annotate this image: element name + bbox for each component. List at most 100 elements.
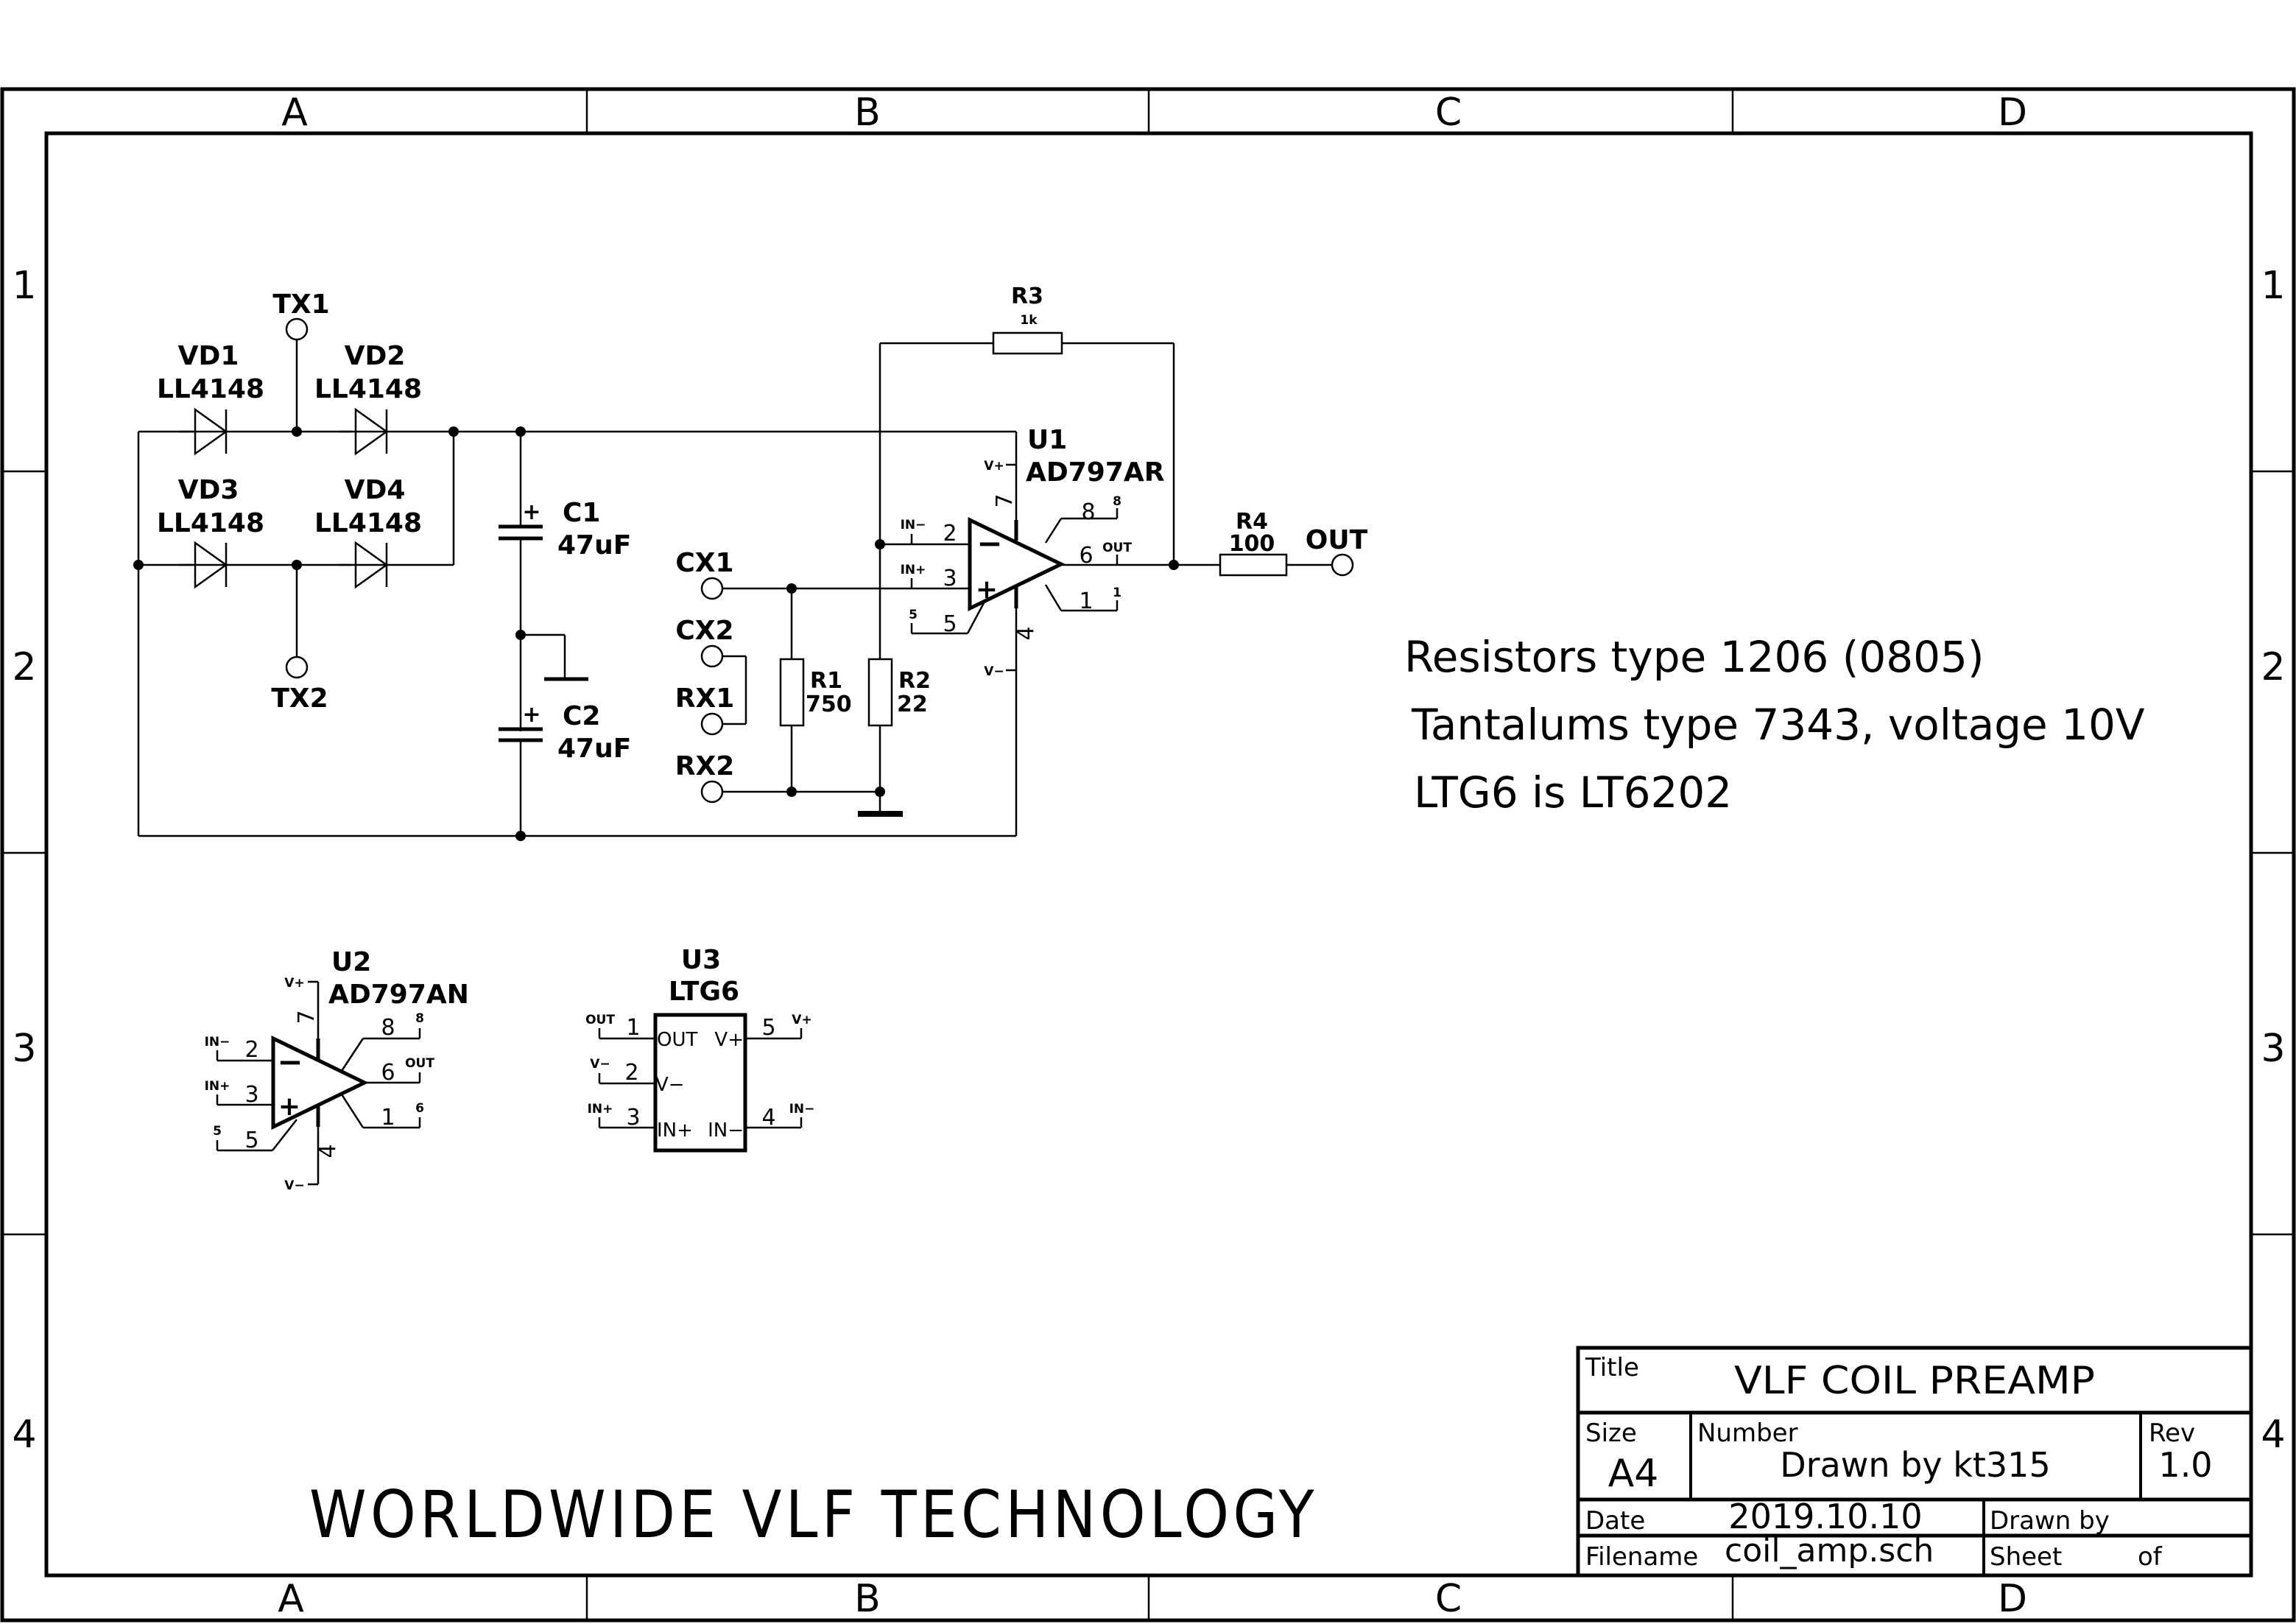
ic-u3[interactable]: U3 LTG6 1 OUT OUT 2 V− V− 3 IN+ IN+ 5 V+… <box>585 945 815 1153</box>
resistor-icon <box>1219 553 1288 577</box>
opamp-u1[interactable]: − + U1 AD797AR 2 IN− 3 IN+ 5 5 7 V+ 4 V−… <box>901 425 1165 679</box>
connector-label: RX2 <box>675 751 735 781</box>
component-ref: U3 <box>681 945 721 975</box>
connector-out[interactable]: OUT <box>1306 525 1368 577</box>
ic-pins <box>598 1028 803 1129</box>
pin-name: OUT <box>657 1029 697 1051</box>
component-ref: VD4 <box>345 475 406 505</box>
junction-dot <box>448 426 459 437</box>
pin-name: 5 <box>213 1124 222 1139</box>
terminal-icon <box>700 644 724 668</box>
diode-vd4[interactable]: VD4 LL4148 <box>314 475 422 589</box>
pin-name: IN− <box>708 1119 744 1142</box>
resistor-r4[interactable]: R4 100 <box>1219 509 1288 577</box>
zone-col-c-top: C <box>1435 91 1462 135</box>
capacitor-c2[interactable]: + C2 47uF <box>499 701 631 764</box>
pin-number: 3 <box>626 1105 640 1131</box>
note-line: Tantalums type 7343, voltage 10V <box>1411 700 2145 750</box>
sheet-label: Sheet <box>1990 1542 2062 1572</box>
size-label: Size <box>1585 1419 1637 1448</box>
terminal-icon <box>285 317 309 341</box>
junction-dot <box>292 426 302 437</box>
junction-dot <box>133 560 144 570</box>
connector-label: CX2 <box>675 616 733 646</box>
connector-label: OUT <box>1306 525 1368 555</box>
terminal-icon <box>1331 553 1354 577</box>
zone-row-4-left: 4 <box>12 1413 36 1457</box>
pin-name: V− <box>655 1074 685 1096</box>
pin-name: 1 <box>1113 586 1121 600</box>
connector-tx2[interactable]: TX2 <box>271 655 328 714</box>
connector-rx1[interactable]: RX1 <box>675 683 735 736</box>
component-value: LL4148 <box>314 508 422 538</box>
component-ref: R1 <box>810 668 842 694</box>
pin-number: 4 <box>761 1105 775 1131</box>
diode-icon <box>339 541 401 589</box>
junction-dot <box>1169 560 1179 570</box>
title-label: Title <box>1585 1353 1639 1382</box>
component-value: AD797AN <box>328 980 469 1010</box>
pin-net: IN+ <box>588 1102 613 1117</box>
connector-label: RX1 <box>675 683 735 714</box>
connector-tx1[interactable]: TX1 <box>272 289 330 341</box>
diode-icon <box>339 407 401 456</box>
pin-name: OUT <box>1102 541 1132 555</box>
resistor-icon <box>867 658 893 727</box>
pin-name: 8 <box>415 1011 424 1026</box>
sheet-of-label: of <box>2138 1542 2163 1572</box>
pin-number: 2 <box>244 1037 258 1063</box>
zone-col-c-bottom: C <box>1435 1577 1462 1621</box>
component-ref: VD3 <box>178 475 239 505</box>
zone-col-b-top: B <box>854 91 881 135</box>
resistor-r1[interactable]: R1 750 <box>779 658 852 727</box>
connector-cx1[interactable]: CX1 <box>675 548 734 600</box>
note-line: Resistors type 1206 (0805) <box>1404 632 1985 682</box>
connector-label: CX1 <box>675 548 733 578</box>
diode-vd3[interactable]: VD3 LL4148 <box>157 475 264 589</box>
inverting-input-mark: − <box>976 525 1002 561</box>
pin-name: IN+ <box>901 563 926 577</box>
pin-number: 2 <box>624 1060 638 1086</box>
diode-vd2[interactable]: VD2 LL4148 <box>314 341 422 456</box>
terminal-icon <box>700 577 724 600</box>
zone-row-2-left: 2 <box>12 645 36 689</box>
resistor-r2[interactable]: R2 22 <box>867 658 931 727</box>
drawing-title: VLF COIL PREAMP <box>1734 1359 2095 1403</box>
connector-cx2[interactable]: CX2 <box>675 616 734 668</box>
component-ref: C1 <box>563 498 600 528</box>
wires <box>137 340 1332 837</box>
component-ref: U2 <box>331 947 371 977</box>
pin-name: V+ <box>714 1029 744 1051</box>
component-value: 47uF <box>557 530 631 560</box>
pin-number: 4 <box>315 1144 341 1158</box>
junctions <box>133 426 1179 841</box>
opamp-u2[interactable]: − + U2 AD797AN 2 IN− 3 IN+ 5 5 7 V+ 4 V−… <box>205 947 469 1193</box>
revision: 1.0 <box>2158 1445 2212 1485</box>
component-ref: C2 <box>563 701 600 731</box>
pin-net: V+ <box>792 1013 811 1027</box>
component-value: LTG6 <box>669 977 739 1007</box>
pin-net: IN− <box>789 1102 815 1117</box>
pin-net: OUT <box>585 1013 615 1027</box>
company-brand: WORLDWIDE VLF TECHNOLOGY <box>309 1477 1318 1553</box>
drawing-number: Drawn by kt315 <box>1780 1445 2050 1485</box>
pin-number: 7 <box>294 1010 320 1024</box>
connector-label: TX2 <box>271 683 328 714</box>
pin-name: IN+ <box>657 1119 693 1142</box>
resistor-r3[interactable]: R3 1k <box>992 284 1063 355</box>
component-value: LL4148 <box>157 508 264 538</box>
diode-vd1[interactable]: VD1 LL4148 <box>157 341 264 456</box>
junction-dot <box>292 560 302 570</box>
zone-row-2-right: 2 <box>2261 645 2285 689</box>
junction-dot <box>515 426 526 437</box>
zone-row-4-right: 4 <box>2261 1413 2285 1457</box>
connector-label: TX1 <box>272 289 329 320</box>
connector-rx2[interactable]: RX2 <box>675 751 735 804</box>
junction-dot <box>875 539 885 549</box>
zone-row-1-left: 1 <box>12 264 36 308</box>
component-ref: VD1 <box>178 341 239 371</box>
component-ref: R4 <box>1236 509 1268 535</box>
zone-col-d-bottom: D <box>1998 1577 2027 1621</box>
capacitor-c1[interactable]: + C1 47uF <box>499 498 631 560</box>
